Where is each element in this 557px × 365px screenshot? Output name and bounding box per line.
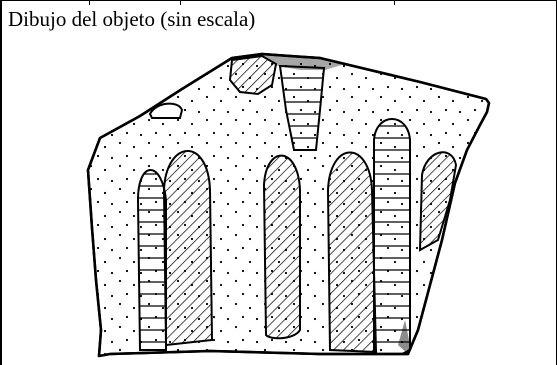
hatched-column (326, 151, 378, 354)
stipple-wedge (398, 320, 410, 354)
sherd-edge (86, 52, 491, 358)
hatched-motif (228, 54, 278, 96)
striped-column (136, 169, 167, 351)
hatched-column (262, 154, 301, 340)
dot-nub (148, 102, 184, 119)
table-divider-tick (394, 1, 395, 5)
striped-motif (278, 64, 326, 151)
table-divider-tick (180, 1, 181, 5)
table-divider-tick (89, 1, 90, 5)
striped-column (373, 118, 411, 356)
hatched-column (418, 151, 458, 252)
hatched-column (162, 150, 214, 347)
figure-caption: Dibujo del objeto (sin escala) (8, 7, 256, 31)
